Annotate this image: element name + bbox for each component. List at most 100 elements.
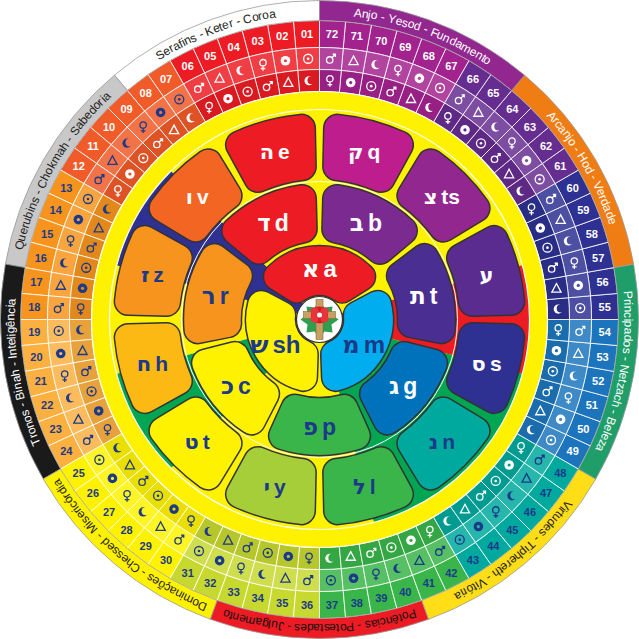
number-holder: 31 <box>182 567 194 578</box>
band-title-char: d <box>413 20 423 34</box>
callout-number: 50 <box>577 423 589 434</box>
band-title-char: t <box>320 622 323 634</box>
number-holder: 53 <box>596 351 608 362</box>
sun-symbol <box>436 83 445 92</box>
disc-symbol <box>218 559 221 562</box>
band-title-char: c <box>5 307 17 313</box>
callout-number: 43 <box>467 555 479 566</box>
symbol-ring <box>54 54 585 585</box>
order-band: Serafins - Keter - Coroa <box>112 0 322 93</box>
disc-symbol <box>474 522 484 532</box>
disc-symbol <box>172 508 175 511</box>
triangle-symbol <box>108 156 117 165</box>
petal-outline <box>263 245 375 302</box>
disc-symbol <box>97 409 100 412</box>
petal-letter: a <box>324 257 337 281</box>
number-holder: 03 <box>252 35 264 46</box>
mars-symbol <box>60 304 64 308</box>
number-holder: 19 <box>28 326 40 337</box>
venus-symbol <box>396 72 401 77</box>
astro-symbol <box>474 108 483 117</box>
petal-letter: פ <box>303 415 318 438</box>
triangle-symbol <box>406 94 415 103</box>
number-holder: 08 <box>140 87 152 98</box>
order-band: Querubins - Chokmah - Sabedoria <box>3 73 130 270</box>
band-title: Anjo - Yesod - Fundamento <box>349 4 497 70</box>
petal-letter: s <box>490 353 502 374</box>
astro-symbol <box>258 570 269 579</box>
venus-symbol <box>140 122 146 128</box>
callout-number: 31 <box>182 567 194 578</box>
triangle-symbol <box>169 125 178 134</box>
moon-symbol <box>519 186 527 194</box>
number-holder: 29 <box>140 541 152 552</box>
mars-symbol <box>482 491 486 495</box>
astro-symbol <box>543 243 552 252</box>
mars-symbol <box>548 387 552 391</box>
callout-number: 04 <box>228 42 240 53</box>
astro-symbol <box>326 576 335 585</box>
disc-symbol <box>406 536 416 546</box>
number-holder: 39 <box>375 593 387 604</box>
astro-symbol <box>536 223 546 233</box>
astro-symbol <box>474 522 484 532</box>
band-title-char: a <box>313 622 320 634</box>
astro-symbol <box>349 573 359 583</box>
symbol-cell <box>49 272 74 297</box>
callout-number: 56 <box>596 277 608 288</box>
callout-number: 36 <box>301 599 313 610</box>
astro-symbol <box>564 236 575 245</box>
letter-petal: מm <box>318 282 396 396</box>
triangle-symbol <box>284 78 293 87</box>
petal-letters: חh <box>137 353 168 375</box>
astro-symbol <box>576 326 585 335</box>
symbol-cell <box>544 339 569 363</box>
band-title: Potências - Potestades - Julgamento <box>217 605 421 637</box>
astro-symbol <box>552 346 562 356</box>
number-holder: 07 <box>160 73 172 84</box>
sun-symbol <box>330 579 333 582</box>
sun-symbol <box>387 543 396 552</box>
number-holder: 55 <box>599 302 611 313</box>
number-holder: 46 <box>524 507 536 518</box>
astro-symbol <box>395 65 401 76</box>
callout-number: 26 <box>87 488 99 499</box>
astro-symbol <box>415 74 425 84</box>
venus-symbol <box>189 522 194 527</box>
sun-symbol <box>543 243 552 252</box>
astro-symbol <box>78 346 87 355</box>
moon-symbol <box>567 236 575 244</box>
petal-letter: ו <box>186 187 193 208</box>
astro-symbol <box>94 223 103 232</box>
sun-symbol <box>82 263 91 272</box>
petal-letter: h <box>155 353 168 374</box>
band-title-char: - <box>608 409 621 416</box>
callout-number: 71 <box>351 31 363 42</box>
callout-number: 21 <box>35 376 47 387</box>
triangle-symbol <box>552 284 561 293</box>
order-band: Potências - Potestades - Julgamento <box>208 598 431 639</box>
sun-symbol <box>198 550 201 553</box>
number-holder: 54 <box>599 326 611 337</box>
mars-symbol <box>93 243 97 247</box>
number-holder: 50 <box>577 423 589 434</box>
callout-number: 27 <box>103 507 115 518</box>
petal-letter: r <box>220 284 229 307</box>
order-band: Anjo - Yesod - Fundamento <box>317 0 527 93</box>
order-band: Virtudes - Tiphereth - Vitória <box>419 467 598 622</box>
sun-symbol <box>90 390 93 393</box>
venus-symbol <box>565 393 571 399</box>
number-holder: 38 <box>351 597 363 608</box>
astro-symbol <box>263 82 272 91</box>
sun-symbol <box>550 439 553 442</box>
number-holder: 36 <box>301 599 313 610</box>
callout-number: 68 <box>423 50 435 61</box>
number-holder: 17 <box>30 277 42 288</box>
disc-symbol <box>226 97 229 100</box>
disc-symbol <box>552 346 562 356</box>
callout-number: 61 <box>554 161 566 172</box>
number-holder: 06 <box>182 61 194 72</box>
callout-number: 05 <box>204 50 216 61</box>
disc-symbol <box>77 218 80 221</box>
sun-symbol <box>98 458 101 461</box>
